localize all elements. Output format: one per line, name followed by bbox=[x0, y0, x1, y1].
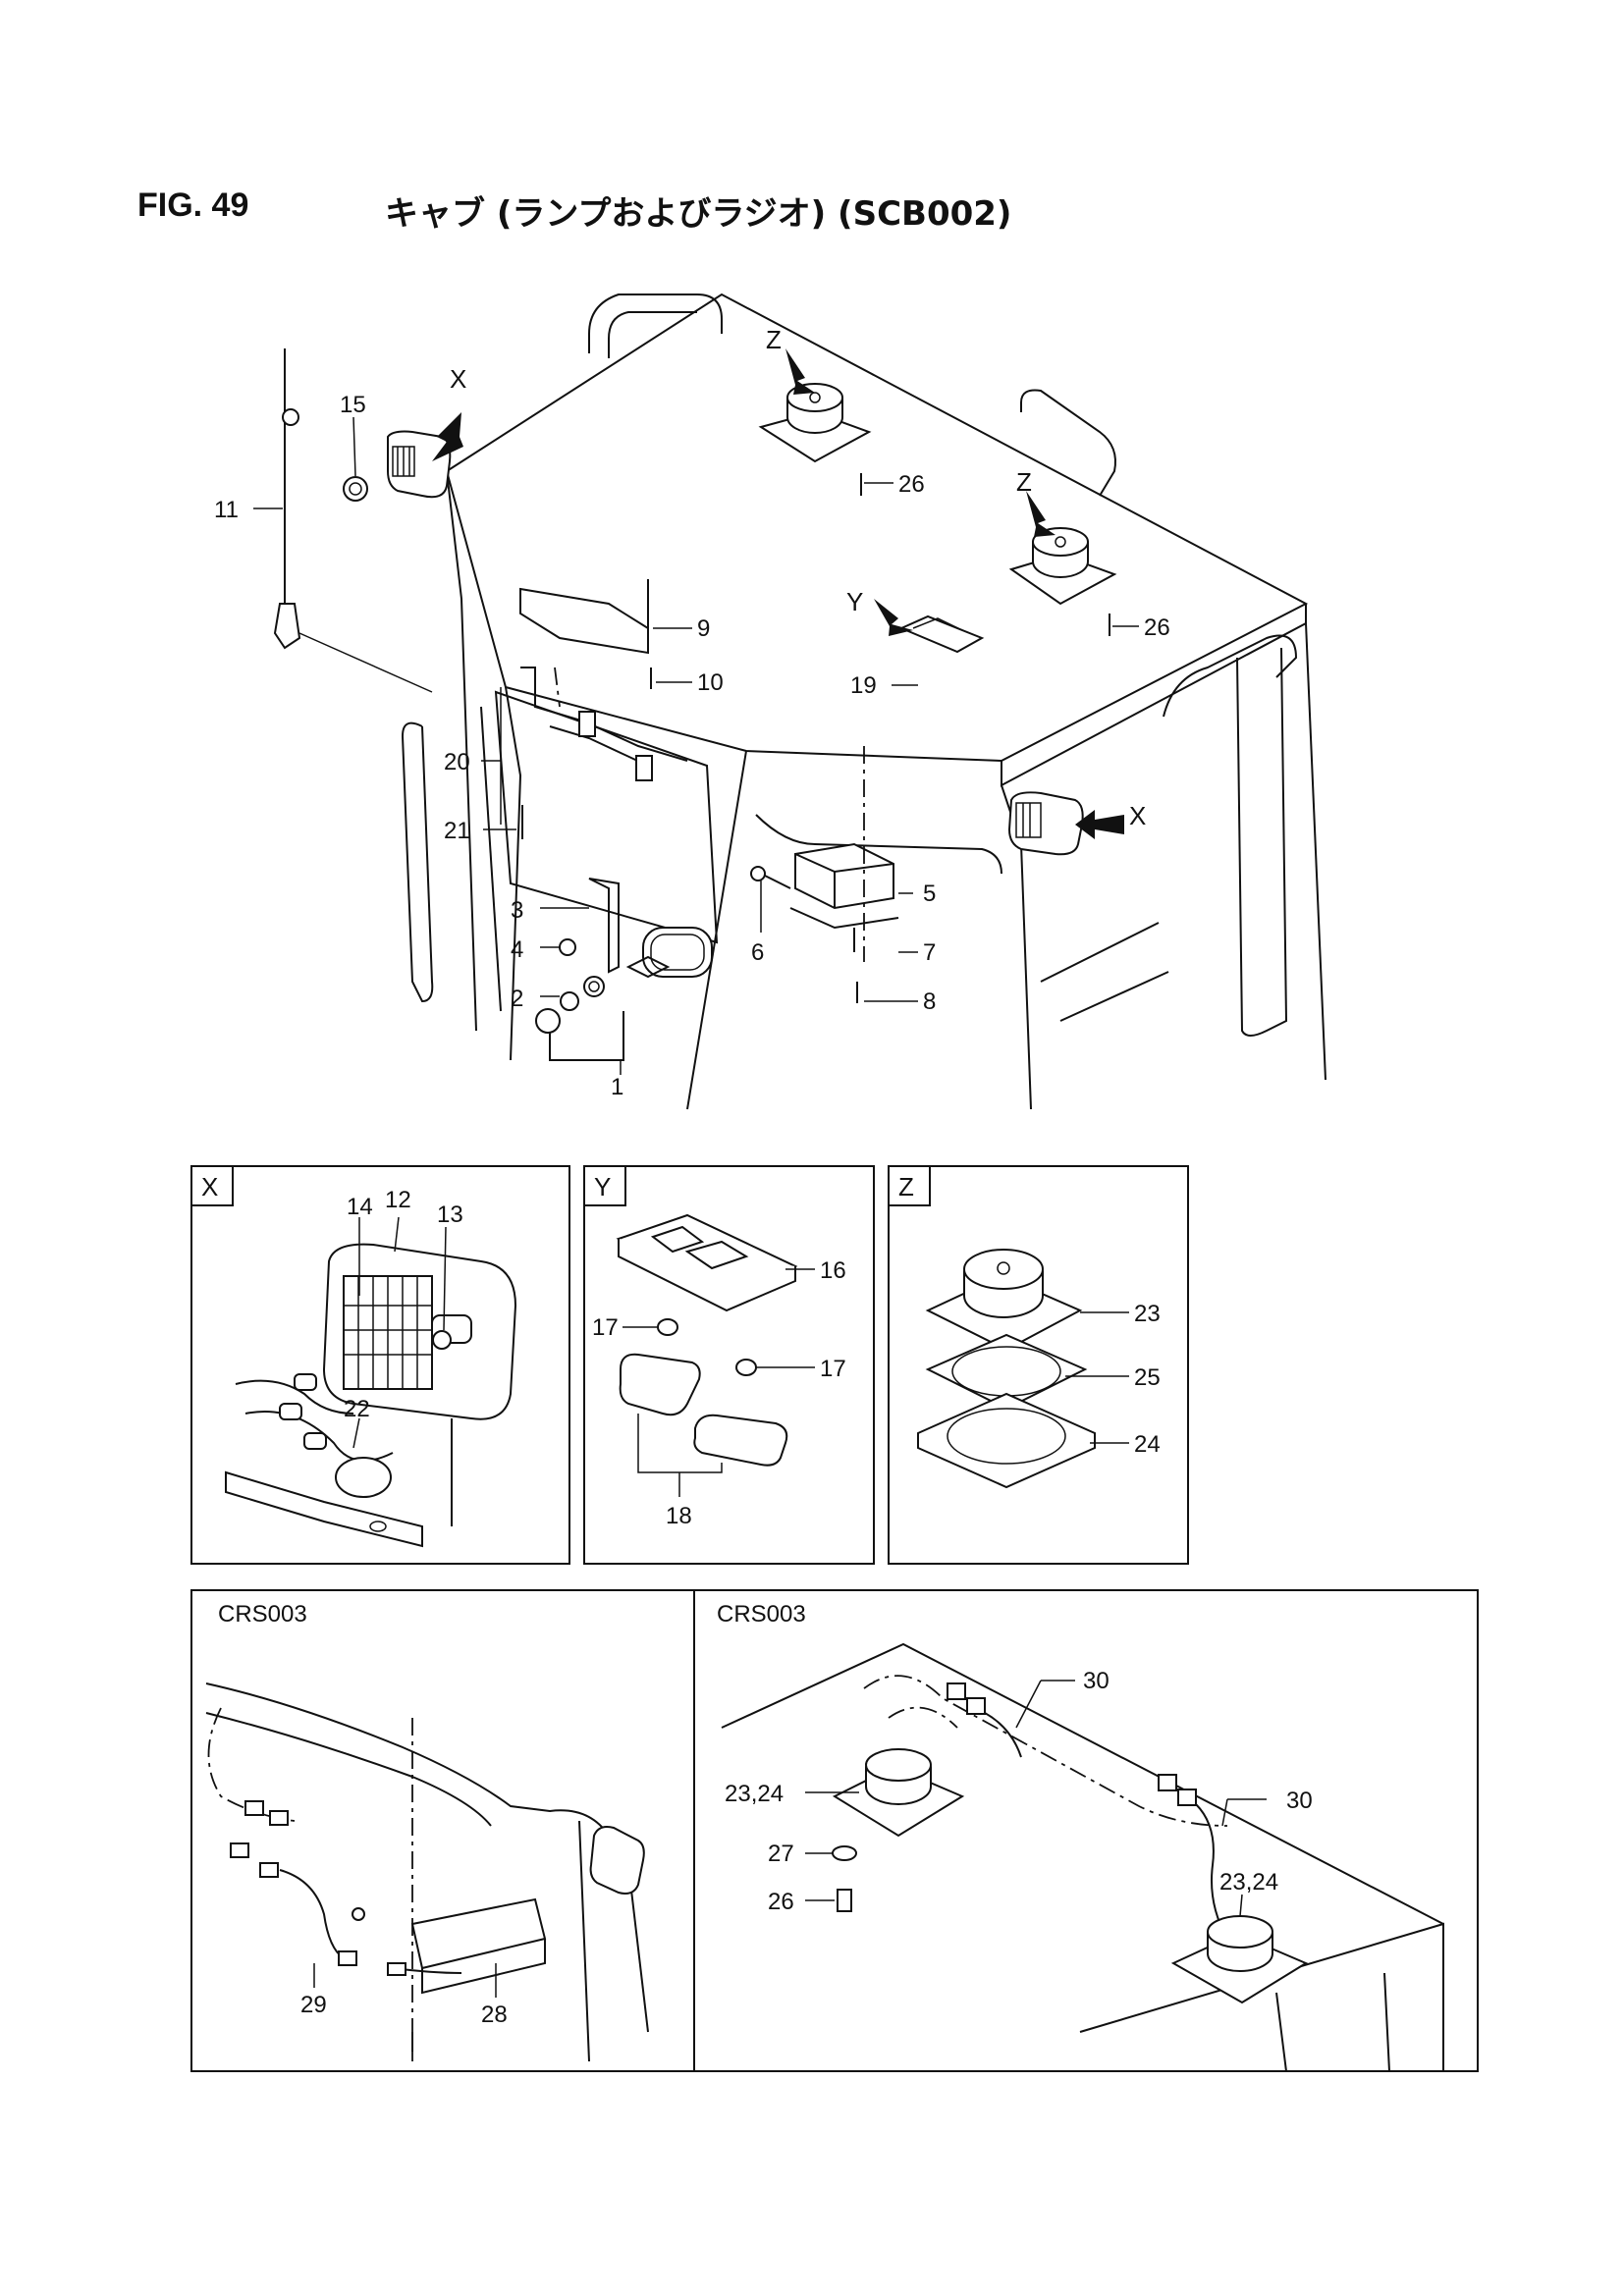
callout-21: 21 bbox=[444, 818, 470, 844]
main-cab-view: X X Y Z Z 1 2 3 4 5 6 7 8 9 10 11 15 bbox=[214, 293, 1326, 1110]
callout-30-b: 30 bbox=[1286, 1788, 1313, 1814]
detail-y-tag: Y bbox=[594, 1172, 611, 1201]
callout-4: 4 bbox=[511, 936, 523, 963]
view-arrow-z2 bbox=[1026, 491, 1056, 537]
callout-8: 8 bbox=[923, 988, 936, 1015]
callout-9: 9 bbox=[697, 615, 710, 642]
view-marker-x-left: X bbox=[450, 364, 466, 394]
crs-left-tag: CRS003 bbox=[218, 1601, 307, 1628]
handrail-right bbox=[1020, 389, 1116, 497]
callout-11: 11 bbox=[214, 497, 239, 523]
bulb-17-b bbox=[735, 1359, 757, 1376]
view-marker-y: Y bbox=[846, 587, 863, 616]
view-arrow-z1 bbox=[785, 348, 815, 395]
crs-right-tag: CRS003 bbox=[717, 1601, 806, 1628]
detail-z-tag: Z bbox=[898, 1172, 914, 1201]
speaker-rear bbox=[1008, 527, 1117, 606]
handrail-front bbox=[1163, 634, 1298, 718]
washer-27 bbox=[832, 1845, 857, 1861]
callout-29: 29 bbox=[300, 1992, 327, 2018]
rear-lamp bbox=[642, 927, 713, 978]
view-arrow-y bbox=[874, 599, 913, 636]
view-marker-x-right: X bbox=[1129, 801, 1146, 830]
work-lamp-right bbox=[1007, 791, 1084, 856]
speaker-front bbox=[758, 383, 872, 463]
callout-23: 23 bbox=[1134, 1301, 1161, 1327]
callout-19: 19 bbox=[850, 672, 877, 699]
lens-18-a bbox=[619, 1353, 701, 1416]
callout-24: 24 bbox=[1134, 1431, 1161, 1458]
screw-26 bbox=[837, 1889, 852, 1912]
callout-18: 18 bbox=[666, 1503, 692, 1529]
view-marker-z2: Z bbox=[1016, 467, 1032, 497]
callout-15: 15 bbox=[340, 392, 366, 418]
gasket-25 bbox=[925, 1333, 1088, 1411]
callout-3: 3 bbox=[511, 897, 523, 924]
callout-1: 1 bbox=[611, 1074, 623, 1100]
lens-18-b bbox=[693, 1414, 788, 1467]
bracket-3 bbox=[588, 878, 620, 974]
callout-20: 20 bbox=[444, 749, 470, 775]
callout-17-a: 17 bbox=[592, 1314, 619, 1341]
callout-26-crs: 26 bbox=[768, 1889, 794, 1915]
callout-25: 25 bbox=[1134, 1364, 1161, 1391]
work-lamp-detail bbox=[322, 1243, 517, 1420]
bracket-20 bbox=[520, 667, 688, 762]
detail-x-box: X 12 13 14 22 bbox=[190, 1165, 570, 1565]
callout-2: 2 bbox=[511, 986, 523, 1012]
view-arrow-x-right bbox=[1075, 810, 1124, 839]
callout-7: 7 bbox=[923, 939, 936, 966]
callout-23-24-b: 23,24 bbox=[1219, 1869, 1278, 1896]
crs-right-box: CRS003 30 30 bbox=[693, 1589, 1479, 2072]
cab-pillar-left bbox=[446, 470, 477, 1032]
figure-title: キャブ (ランプおよびラジオ) (SCB002) bbox=[385, 194, 1012, 234]
detail-x-tag: X bbox=[201, 1172, 218, 1201]
callout-10: 10 bbox=[697, 669, 724, 696]
callout-5: 5 bbox=[923, 881, 936, 907]
bulb-13 bbox=[432, 1330, 452, 1350]
callout-26-front: 26 bbox=[898, 471, 925, 498]
bulb-15 bbox=[343, 476, 368, 502]
view-marker-z1: Z bbox=[766, 325, 782, 354]
callout-17-b: 17 bbox=[820, 1356, 846, 1382]
callout-30-a: 30 bbox=[1083, 1668, 1110, 1694]
radio-bracket-28 bbox=[410, 1897, 547, 1970]
work-lamp-left bbox=[387, 430, 452, 499]
callout-6: 6 bbox=[751, 939, 764, 966]
bulb-17-a bbox=[657, 1318, 678, 1336]
work-lamp-crs bbox=[589, 1826, 645, 1895]
callout-22: 22 bbox=[344, 1396, 370, 1422]
handrail-left bbox=[588, 294, 723, 353]
callout-14: 14 bbox=[347, 1194, 373, 1220]
callout-23-24-a: 23,24 bbox=[725, 1781, 784, 1807]
callout-28: 28 bbox=[481, 2002, 508, 2028]
figure-number: FIG. 49 bbox=[137, 187, 249, 224]
callout-13: 13 bbox=[437, 1201, 463, 1228]
detail-z-box: Z 23 25 24 bbox=[888, 1165, 1189, 1565]
amplifier-box bbox=[794, 842, 894, 910]
cab-pillar-right bbox=[1305, 622, 1326, 1081]
callout-26-rear: 26 bbox=[1144, 614, 1170, 641]
callout-16: 16 bbox=[820, 1257, 846, 1284]
callout-27: 27 bbox=[768, 1841, 794, 1867]
room-lamp bbox=[898, 614, 985, 654]
callout-12: 12 bbox=[385, 1187, 411, 1213]
crs-left-box: CRS003 29 28 bbox=[190, 1589, 695, 2072]
bracket-9 bbox=[519, 587, 649, 655]
detail-y-box: Y 16 17 17 18 bbox=[583, 1165, 875, 1565]
view-arrow-x-left bbox=[432, 412, 463, 461]
